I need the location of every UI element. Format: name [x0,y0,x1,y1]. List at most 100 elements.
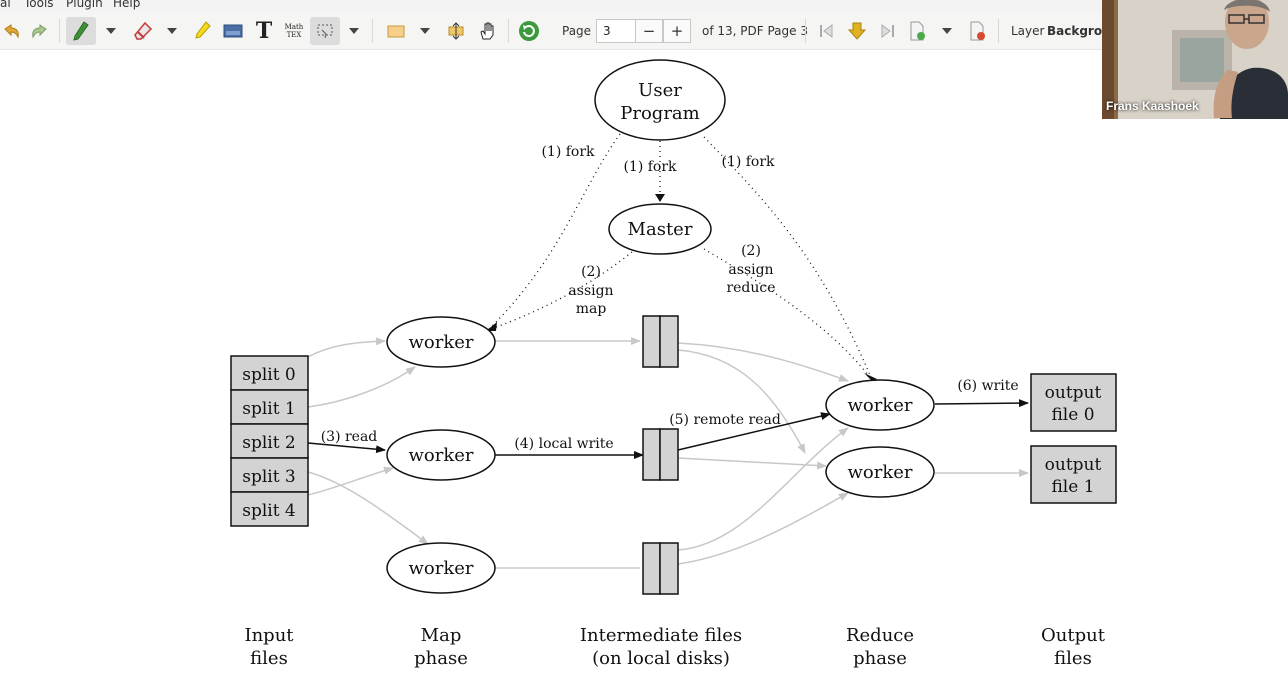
intermediate-file-box [659,428,679,481]
phase-label: phase [853,648,907,669]
fork-label: (1) fork [541,144,595,160]
menu-item-tools[interactable]: Tools [24,0,54,10]
output-file-box: output file 0 [1030,373,1117,432]
layer-label: Layer [1011,24,1045,38]
split-label: split 2 [242,433,296,453]
webcam-video: Frans Kaashoek [1102,0,1288,119]
toolbar-separator [805,19,806,43]
split-box [230,355,309,391]
output-label: file 1 [1051,477,1094,497]
reduce-worker-node: worker [825,379,935,431]
phase-label: (on local disks) [592,648,730,669]
hand-tool-icon[interactable] [475,19,499,43]
menu-item-plugin[interactable]: Plugin [66,0,103,10]
split-label: split 1 [242,399,296,419]
remote-read-label: (5) remote read [669,412,781,428]
next-annotated-page-icon[interactable] [845,19,869,43]
chevron-down-icon[interactable] [165,25,179,37]
document-page[interactable]: User Program Master worker worker worker… [0,50,1288,692]
intermediate-file-box [642,542,661,595]
last-page-icon[interactable] [875,19,899,43]
image-tool-icon[interactable] [221,19,245,43]
reduce-worker-node: worker [825,446,935,498]
output-label: file 0 [1051,405,1094,425]
intermediate-file-box [642,428,661,481]
phase-label: files [250,648,288,669]
toolbar-separator [59,19,60,43]
layer-select[interactable]: Backgrou [1047,24,1111,38]
active-edges [307,399,1029,459]
arrowheads [486,194,877,381]
assign-reduce-label: assign [728,262,773,278]
math-tex-icon[interactable]: Math TEX [284,23,304,39]
delete-page-icon[interactable] [965,19,989,43]
rectangle-tool-icon[interactable] [384,19,408,43]
write-label: (6) write [957,378,1018,394]
assign-reduce-label: reduce [726,280,775,296]
refresh-icon[interactable] [517,19,541,43]
menu-item-help[interactable]: Help [113,0,141,10]
split-label: split 0 [242,365,296,385]
map-worker-node: worker [386,429,496,481]
toolbar-separator [508,19,509,43]
split-label: split 3 [242,467,296,487]
output-file-box: output file 1 [1030,445,1117,504]
master-label: Master [628,219,693,240]
intermediate-file-box [659,542,679,595]
user-program-node: User Program [594,59,726,141]
redo-icon[interactable] [29,20,51,42]
assign-reduce-label: (2) [741,243,761,259]
intermediate-file-box [659,315,679,368]
read-label: (3) read [321,429,378,445]
highlighter-icon[interactable] [191,19,215,43]
chevron-down-icon[interactable] [104,25,118,37]
phase-label: files [1054,648,1092,669]
master-node: Master [608,203,712,255]
add-page-icon[interactable] [905,19,929,43]
input-splits [230,355,309,527]
page-number-input[interactable] [596,19,636,43]
phase-label: Map [421,625,462,646]
page-plus-button[interactable]: + [663,19,691,43]
first-page-icon[interactable] [815,19,839,43]
page-count-label: of 13, PDF Page 3 [702,24,808,38]
intermediate-files [642,315,679,595]
worker-label: worker [408,558,473,579]
phase-label: Intermediate files [580,625,742,646]
assign-map-label: map [576,301,607,317]
worker-label: worker [408,445,473,466]
page-minus-button[interactable]: − [635,19,663,43]
chevron-down-icon[interactable] [940,25,954,37]
user-program-line1: User [638,80,682,101]
undo-icon[interactable] [0,20,22,42]
output-label: output [1045,455,1102,475]
menu-bar: al Tools Plugin Help [0,0,1288,11]
pen-tool-icon[interactable] [66,17,96,45]
local-write-label: (4) local write [514,436,613,452]
toolbar-separator [372,19,373,43]
mapreduce-diagram: User Program Master worker worker worker… [230,59,1117,669]
phase-label: Output [1041,625,1106,646]
worker-label: worker [847,462,912,483]
eraser-icon[interactable] [131,19,155,43]
participant-name: Frans Kaashoek [1106,99,1199,113]
select-tool-icon[interactable] [310,17,340,45]
output-label: output [1045,383,1102,403]
chevron-down-icon[interactable] [347,25,361,37]
assign-map-label: (2) [581,264,601,280]
fork-label: (1) fork [623,159,677,175]
fork-label: (1) fork [721,154,775,170]
intermediate-file-box [642,315,661,368]
split-box [230,389,309,425]
phase-label: Reduce [846,625,914,646]
phase-label: Input [244,625,294,646]
text-tool-icon[interactable]: T [255,18,273,44]
chevron-down-icon[interactable] [418,25,432,37]
split-box [230,491,309,527]
vertical-space-icon[interactable] [444,19,468,43]
menu-item-al[interactable]: al [0,0,11,10]
map-worker-node: worker [386,316,496,368]
toolbar-separator [998,19,999,43]
webcam-image [1102,0,1288,119]
worker-label: worker [847,395,912,416]
